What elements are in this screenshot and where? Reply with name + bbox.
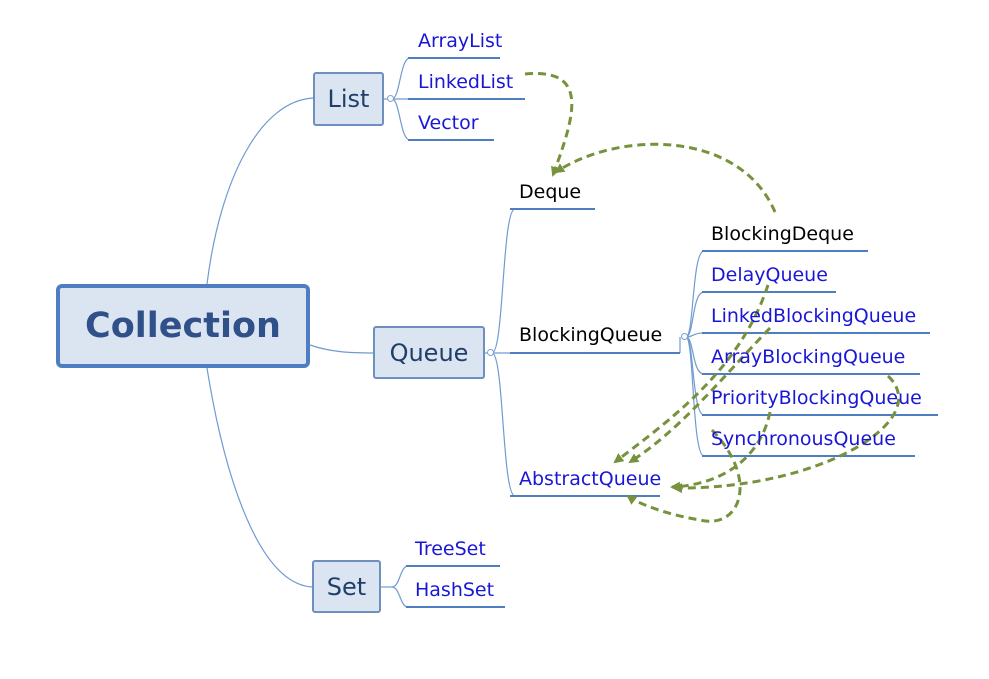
leaf-underlines: [406, 57, 938, 608]
arrow-arrayblockingqueue-to-abstractqueue: [672, 374, 901, 494]
leaf-delayqueue[interactable]: DelayQueue: [711, 264, 828, 286]
root-label: Collection: [85, 306, 281, 346]
connector-root-list: [206, 97, 315, 285]
leaf-linkedlist[interactable]: LinkedList: [418, 71, 514, 93]
leaf-synchronousqueue[interactable]: SynchronousQueue: [711, 428, 896, 450]
node-queue-label: Queue: [389, 338, 469, 367]
node-list[interactable]: List: [313, 72, 384, 126]
leaf-treeset[interactable]: TreeSet: [415, 538, 486, 560]
collapse-toggle-blockingqueue[interactable]: [681, 333, 688, 340]
leaf-hashset[interactable]: HashSet: [415, 579, 495, 601]
arrow-synchronousqueue-to-abstractqueue: [626, 428, 742, 523]
collapse-toggle-queue[interactable]: [487, 349, 494, 356]
connector-bq-synchronousqueue: [685, 336, 915, 457]
leaf-arrayblockingqueue[interactable]: ArrayBlockingQueue: [711, 346, 906, 368]
node-list-label: List: [327, 85, 370, 113]
leaf-arraylist[interactable]: ArrayList: [418, 30, 503, 52]
leaf-vector[interactable]: Vector: [418, 112, 479, 134]
relation-arrows: [524, 72, 901, 523]
leaf-blockingqueue[interactable]: BlockingQueue: [519, 324, 663, 346]
collapse-toggle-list[interactable]: [387, 95, 394, 102]
leaf-deque[interactable]: Deque: [519, 181, 582, 203]
leaf-blockingdeque[interactable]: BlockingDeque: [711, 223, 854, 245]
arrow-delayqueue-to-abstractqueue: [613, 284, 770, 464]
connector-queue-abstractqueue: [491, 352, 660, 497]
leaf-priorityblockingqueue[interactable]: PriorityBlockingQueue: [711, 387, 922, 409]
leaf-linkedblockingqueue[interactable]: LinkedBlockingQueue: [711, 305, 917, 327]
connector-root-set: [206, 367, 314, 588]
leaf-abstractqueue[interactable]: AbstractQueue: [519, 468, 662, 490]
arrow-linkedblockingqueue-to-abstractqueue: [628, 326, 772, 464]
connector-queue-deque: [491, 208, 595, 354]
arrow-blockingdeque-to-deque: [554, 142, 777, 213]
node-set[interactable]: Set: [312, 560, 381, 613]
node-set-label: Set: [326, 572, 367, 601]
root-node-collection[interactable]: Collection: [56, 284, 310, 368]
arrow-linkedlist-to-deque: [524, 72, 574, 177]
connector-root-queue: [309, 344, 375, 354]
node-queue[interactable]: Queue: [373, 326, 485, 379]
